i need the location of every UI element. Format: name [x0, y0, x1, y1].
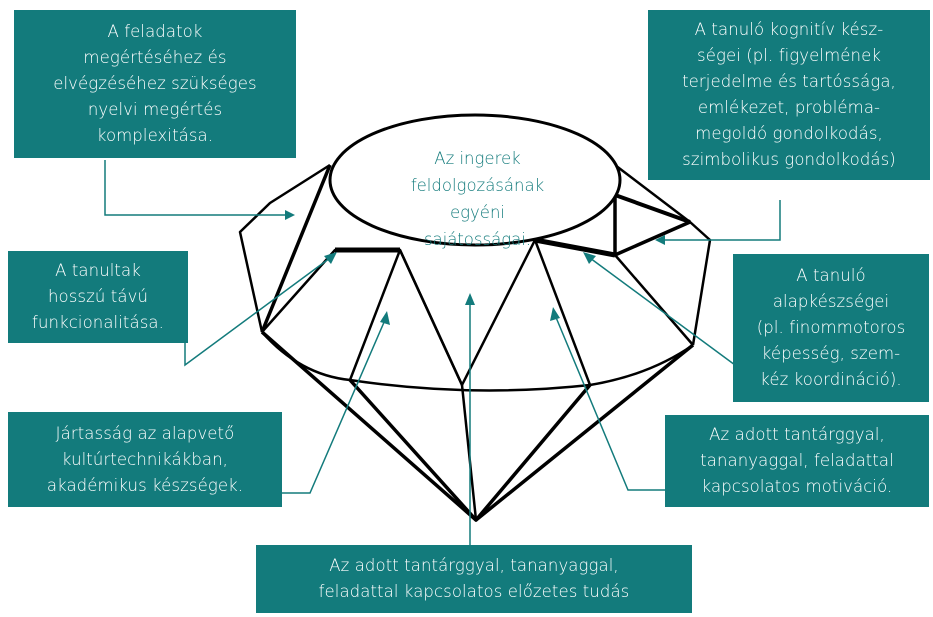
label-low-right: Az adott tantárggyal, tananyaggal, felad… [665, 415, 929, 507]
label-top-left: A feladatok megértéséhez és elvégzéséhez… [14, 10, 296, 158]
label-top-right: A tanuló kognitív kész- ségei (pl. figye… [648, 10, 930, 180]
table-ellipse [328, 113, 622, 247]
label-mid-left: A tanultak hosszú távú funkcionalitása. [8, 251, 188, 343]
label-bottom: Az adott tantárggyal, tananyaggal, felad… [256, 545, 692, 613]
center-label: Az ingerek feldolgozásának egyéni sajáto… [410, 149, 545, 249]
label-mid-right: A tanuló alapkészségei (pl. finommotoros… [733, 254, 929, 402]
label-low-left: Jártasság az alapvető kultúrtechnikákban… [8, 412, 282, 507]
pointer-arrowheads [285, 210, 665, 325]
